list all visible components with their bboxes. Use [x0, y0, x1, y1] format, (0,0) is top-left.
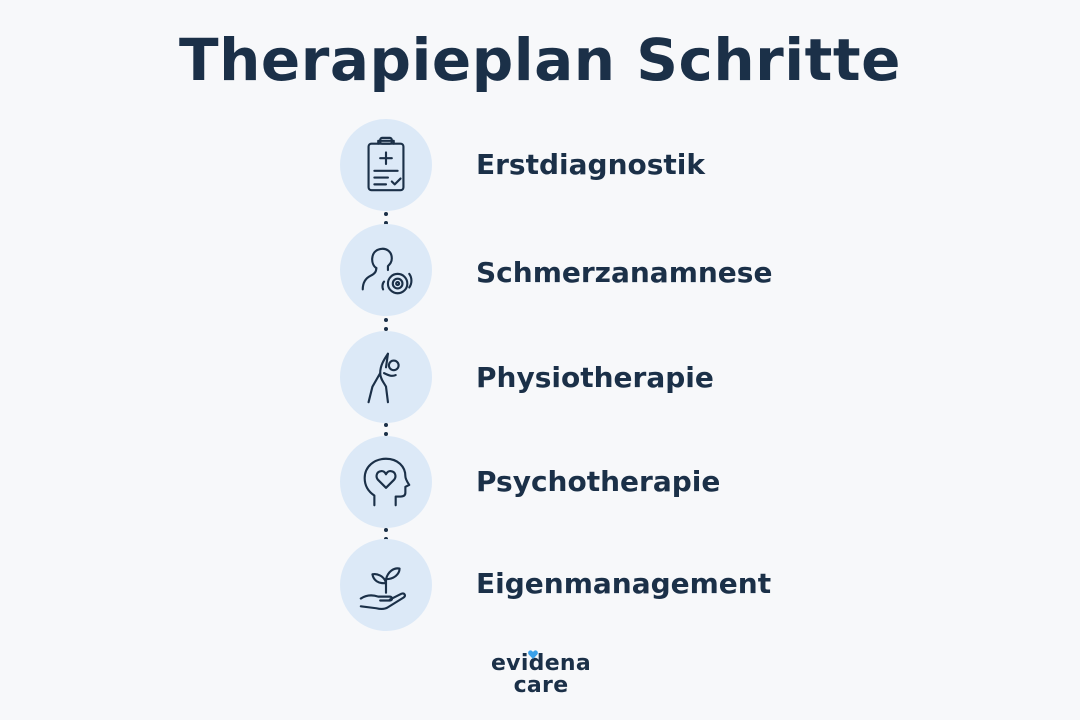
step-icon-circle: [340, 224, 432, 316]
logo-text-evidena: evidena: [490, 651, 592, 676]
step-icon-circle: [340, 436, 432, 528]
step-icon-circle: [340, 539, 432, 631]
step-label-physiotherapie: Physiotherapie: [476, 361, 714, 394]
head-heart-icon: [363, 457, 411, 507]
connector-dots: [384, 212, 388, 230]
hand-plant-icon: [359, 567, 406, 610]
step-label-erstdiagnostik: Erstdiagnostik: [476, 148, 706, 181]
step-label-eigenmanagement: Eigenmanagement: [476, 567, 772, 600]
step-icon-circle: [340, 119, 432, 211]
step-label-schmerzanamnese: Schmerzanamnese: [476, 256, 773, 289]
evidena-care-logo: evidena care: [486, 650, 596, 698]
step-icon-circle: [340, 331, 432, 423]
person-pain-target-icon: [361, 247, 413, 295]
clipboard-diagnosis-icon: [367, 136, 405, 192]
logo-text-care: care: [513, 673, 569, 698]
connector-dots: [384, 318, 388, 336]
heart-icon: [528, 650, 538, 659]
step-label-psychotherapie: Psychotherapie: [476, 465, 721, 498]
stretching-person-icon: [367, 352, 400, 404]
connector-dots: [384, 423, 388, 441]
page-title: Therapieplan Schritte: [179, 26, 901, 94]
